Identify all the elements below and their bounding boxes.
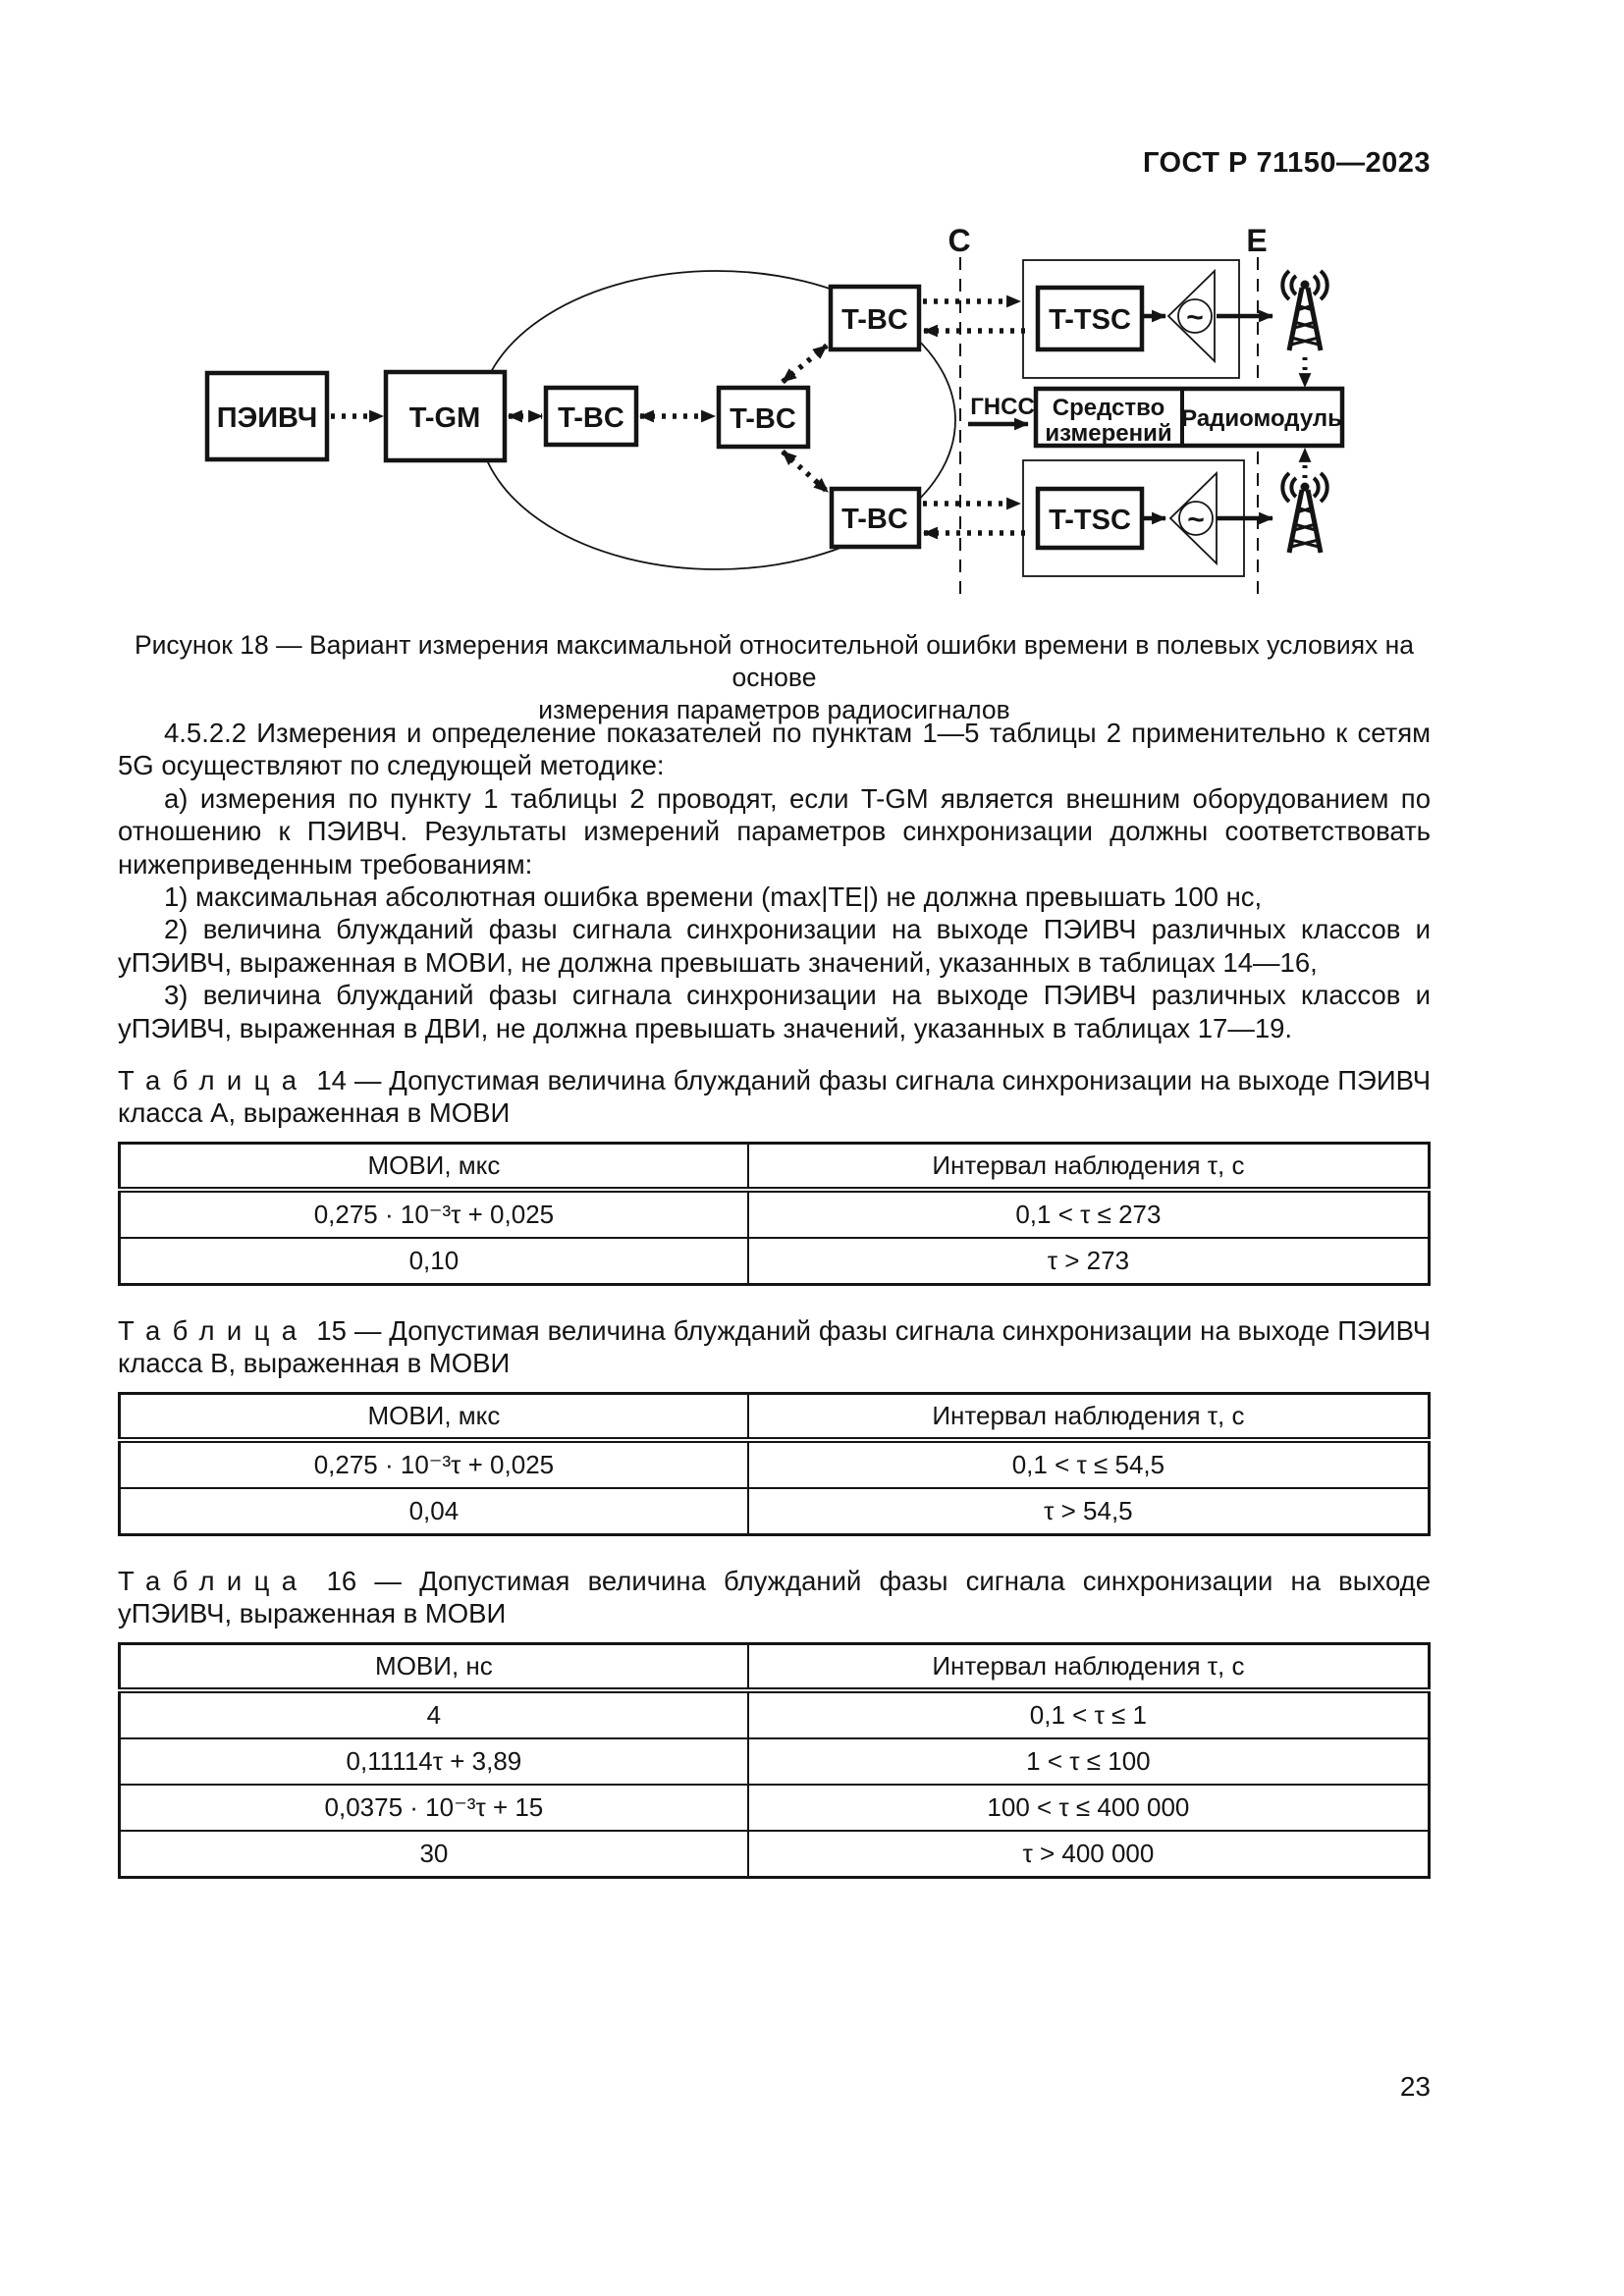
table-row: 0,11114τ + 3,89 1 < τ ≤ 100 <box>119 1737 1430 1785</box>
table-15-title: Таблица 15 — Допустимая величина блуждан… <box>118 1314 1431 1379</box>
amplifier-symbol: ~ <box>1187 504 1205 536</box>
clause-text-block: 4.5.2.2 Измерения и определение показате… <box>118 717 1431 1044</box>
antenna-icon <box>1282 473 1326 553</box>
table-row: 4 0,1 < τ ≤ 1 <box>120 1690 1430 1738</box>
list-item-2: 2) величина блужданий фазы сигнала синхр… <box>118 914 1431 978</box>
node-tbc1-box <box>543 385 639 448</box>
clause-4-5-2-2: 4.5.2.2 Измерения и определение показате… <box>118 718 1431 781</box>
table-16-title: Таблица 16 — Допустимая величина блуждан… <box>118 1565 1431 1629</box>
node-ttsc-bottom-box <box>1035 486 1145 551</box>
tables-block: Таблица 14 — Допустимая величина блуждан… <box>118 1064 1431 1907</box>
boundary-c-label: C <box>947 223 970 258</box>
figure-18-diagram: C E ~ ~ ПЭИВЧ T-GM T-BC <box>204 223 1345 597</box>
table-header-row: МОВИ, нс Интервал наблюдения τ, с <box>119 1643 1430 1693</box>
table-cell: 30 <box>119 1830 748 1878</box>
node-tbc2-box <box>716 385 811 450</box>
table-cell: τ > 400 000 <box>746 1830 1430 1878</box>
table-14-number: 14 <box>316 1065 347 1095</box>
boundary-e-label: E <box>1246 223 1267 258</box>
table-row: 0,0375 · 10⁻³τ + 15 100 < τ ≤ 400 000 <box>119 1784 1430 1831</box>
base-station-container-bottom <box>1022 459 1245 577</box>
document-header: ГОСТ Р 71150—2023 <box>1142 147 1431 179</box>
table-cell: 0,0375 · 10⁻³τ + 15 <box>119 1784 748 1831</box>
node-tgm-box <box>383 369 508 463</box>
table-14-title: Таблица 14 — Допустимая величина блуждан… <box>118 1064 1431 1129</box>
table-15: МОВИ, мкс Интервал наблюдения τ, с 0,275… <box>118 1392 1431 1536</box>
node-tbc-top-box <box>828 284 922 352</box>
list-item-3: 3) величина блужданий фазы сигнала синхр… <box>118 980 1431 1043</box>
table-16: МОВИ, нс Интервал наблюдения τ, с 4 0,1 … <box>118 1642 1431 1879</box>
table-row: 0,275 · 10⁻³τ + 0,025 0,1 < τ ≤ 54,5 <box>120 1440 1430 1488</box>
figure-caption-line2: измерения параметров радиосигналов <box>538 695 1010 724</box>
base-station-container-top <box>1022 259 1240 379</box>
node-ttsc-top-box <box>1035 285 1145 352</box>
amplifier-symbol: ~ <box>1186 301 1204 334</box>
arrow-tbc2-tbc-bottom <box>781 449 830 495</box>
column-header: МОВИ, мкс <box>119 1143 748 1193</box>
table-16-number: 16 <box>326 1566 357 1596</box>
table-cell: 0,1 < τ ≤ 54,5 <box>746 1440 1430 1488</box>
column-header: МОВИ, нс <box>119 1643 748 1693</box>
measurement-tool-label-line1: Средство <box>1053 395 1164 421</box>
node-tbc-bottom-box <box>829 486 922 550</box>
table-cell: 0,10 <box>119 1237 748 1285</box>
node-tbc2-label: T-BC <box>730 403 796 435</box>
figure-caption-line1: Рисунок 18 — Вариант измерения максималь… <box>134 630 1415 692</box>
node-tbc1-label: T-BC <box>558 402 624 434</box>
table-cell: 0,1 < τ ≤ 1 <box>746 1690 1430 1738</box>
table-cell: 100 < τ ≤ 400 000 <box>746 1784 1430 1831</box>
table-header-row: МОВИ, мкс Интервал наблюдения τ, с <box>119 1143 1430 1193</box>
gnss-label: ГНСС <box>970 394 1035 420</box>
node-peivch-label: ПЭИВЧ <box>217 402 318 434</box>
figure-caption: Рисунок 18 — Вариант измерения максималь… <box>118 629 1431 726</box>
table-cell: 1 < τ ≤ 100 <box>746 1737 1430 1785</box>
column-header: МОВИ, мкс <box>119 1393 748 1443</box>
table-15-title-text: — Допустимая величина блужданий фазы сиг… <box>118 1315 1432 1378</box>
column-header: Интервал наблюдения τ, с <box>746 1143 1430 1193</box>
table-14: МОВИ, мкс Интервал наблюдения τ, с 0,275… <box>118 1142 1431 1286</box>
table-row: 0,10 τ > 273 <box>119 1237 1430 1285</box>
radiomodule-label: Радиомодуль <box>1181 405 1342 432</box>
table-cell: τ > 273 <box>746 1237 1430 1285</box>
table-cell: τ > 54,5 <box>746 1487 1430 1535</box>
node-tbc-bottom-label: T-BC <box>841 504 908 535</box>
table-cell: 0,04 <box>119 1487 748 1535</box>
table-cell: 0,1 < τ ≤ 273 <box>746 1190 1430 1238</box>
measurement-tool-label-line2: измерений <box>1045 420 1171 447</box>
table-14-word: Таблица <box>118 1065 309 1095</box>
column-header: Интервал наблюдения τ, с <box>746 1643 1430 1693</box>
amplifier-icon: ~ <box>1166 268 1216 364</box>
table-cell: 0,275 · 10⁻³τ + 0,025 <box>313 1200 555 1229</box>
table-row: 0,04 τ > 54,5 <box>119 1487 1430 1535</box>
antenna-icon <box>1282 271 1326 350</box>
table-cell: 0,275 · 10⁻³τ + 0,025 <box>313 1450 555 1479</box>
node-tbc-top-label: T-BC <box>841 304 908 336</box>
network-cloud-ellipse <box>477 270 956 570</box>
table-16-title-text: — Допустимая величина блужданий фазы сиг… <box>118 1566 1432 1629</box>
table-row: 0,275 · 10⁻³τ + 0,025 0,1 < τ ≤ 273 <box>120 1190 1430 1238</box>
amplifier-icon: ~ <box>1168 470 1218 566</box>
table-header-row: МОВИ, мкс Интервал наблюдения τ, с <box>119 1393 1430 1443</box>
measurement-unit-box <box>1033 386 1345 449</box>
table-cell: 4 <box>426 1700 442 1730</box>
list-item-1: 1) максимальная абсолютная ошибка времен… <box>164 881 1263 913</box>
page-number: 23 <box>1399 2071 1431 2102</box>
arrow-tbc2-tbc-top <box>781 343 829 385</box>
table-cell: 0,11114τ + 3,89 <box>119 1737 748 1785</box>
table-row: 30 τ > 400 000 <box>119 1830 1430 1878</box>
table-15-word: Таблица <box>118 1315 309 1346</box>
table-15-number: 15 <box>316 1315 347 1346</box>
node-tgm-label: T-GM <box>409 402 481 434</box>
list-item-a: а) измерения по пункту 1 таблицы 2 прово… <box>118 782 1431 880</box>
node-peivch-box <box>204 370 330 462</box>
column-header: Интервал наблюдения τ, с <box>746 1393 1430 1443</box>
table-16-word: Таблица <box>118 1566 309 1596</box>
table-14-title-text: — Допустимая величина блужданий фазы сиг… <box>118 1065 1432 1128</box>
node-ttsc-top-label: T-TSC <box>1049 304 1131 336</box>
node-ttsc-bottom-label: T-TSC <box>1049 505 1131 536</box>
